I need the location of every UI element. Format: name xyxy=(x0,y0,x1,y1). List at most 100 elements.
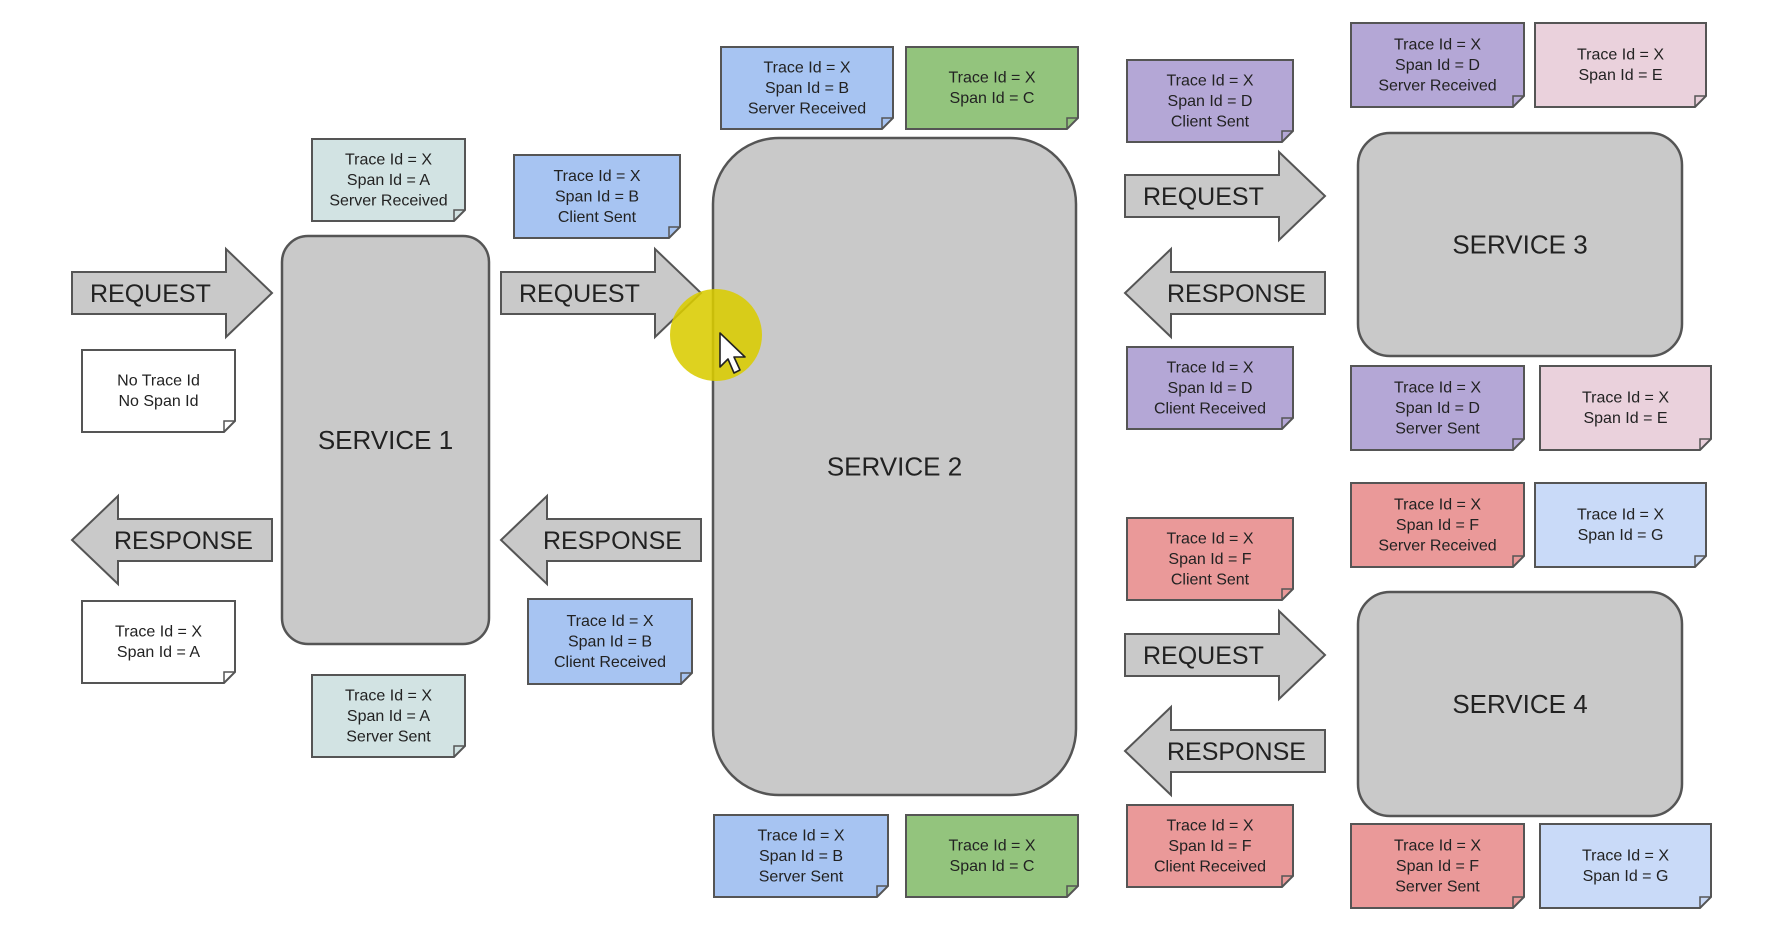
span-note: Trace Id = X Span Id = D Client Received xyxy=(1126,346,1294,430)
note-line: Span Id = B xyxy=(568,633,652,650)
note-line: Span Id = F xyxy=(1168,551,1251,568)
arrow-label: REQUEST xyxy=(519,280,640,308)
service2-box: SERVICE 2 xyxy=(711,136,1078,797)
cursor-highlight xyxy=(670,289,762,381)
arrow-shape xyxy=(1124,608,1327,702)
note-line: Trace Id = X xyxy=(1167,817,1254,834)
arrow-label: RESPONSE xyxy=(1167,738,1306,766)
note-line: Trace Id = X xyxy=(345,151,432,168)
note-line: Trace Id = X xyxy=(554,168,641,185)
note-line: Client Sent xyxy=(1171,113,1250,130)
note-line: Client Received xyxy=(1154,400,1266,417)
note-line: Server Received xyxy=(329,192,447,209)
arrow-label: REQUEST xyxy=(1143,183,1264,211)
note-line: Trace Id = X xyxy=(949,838,1036,855)
note-line: Span Id = B xyxy=(555,188,639,205)
note-shape xyxy=(1534,22,1707,108)
note-shape xyxy=(1350,482,1525,568)
note-line: Client Sent xyxy=(1171,571,1250,588)
response-arrow: RESPONSE xyxy=(70,493,273,587)
arrow-label: RESPONSE xyxy=(1167,280,1306,308)
note-line: Server Sent xyxy=(346,728,431,745)
note-fold xyxy=(453,745,465,757)
note-line: Trace Id = X xyxy=(1582,390,1669,407)
note-fold xyxy=(1281,875,1293,887)
note-fold xyxy=(1066,117,1078,129)
note-fold xyxy=(1512,438,1524,450)
note-line: Trace Id = X xyxy=(1167,359,1254,376)
note-shape xyxy=(1350,22,1525,108)
request-arrow: REQUEST xyxy=(500,246,703,340)
arrow-shape xyxy=(499,493,702,587)
note-fold xyxy=(1699,438,1711,450)
note-line: Span Id = D xyxy=(1395,57,1480,74)
note-line: Span Id = A xyxy=(347,172,431,189)
note-line: Client Sent xyxy=(558,209,637,226)
note-fold xyxy=(1281,130,1293,142)
note-line: Trace Id = X xyxy=(1167,530,1254,547)
note-fold xyxy=(1066,885,1078,897)
service2-shape xyxy=(711,136,1078,797)
note-line: Trace Id = X xyxy=(345,687,432,704)
note-line: Span Id = E xyxy=(1578,67,1662,84)
note-shape xyxy=(527,598,693,685)
note-line: Span Id = D xyxy=(1168,93,1253,110)
note-line: Trace Id = X xyxy=(949,70,1036,87)
note-fold xyxy=(680,672,692,684)
note-shape xyxy=(81,349,236,433)
cursor-layer xyxy=(670,289,762,381)
note-line: Span Id = F xyxy=(1168,838,1251,855)
arrow-label: REQUEST xyxy=(1143,642,1264,670)
note-line: Span Id = E xyxy=(1583,410,1667,427)
service4-label: SERVICE 4 xyxy=(1452,689,1587,719)
note-line: Server Received xyxy=(748,100,866,117)
note-shape xyxy=(1126,804,1294,888)
span-note: Trace Id = X Span Id = E xyxy=(1539,365,1712,451)
note-line: Trace Id = X xyxy=(1394,379,1481,396)
mouse-pointer-icon xyxy=(719,332,746,374)
note-fold xyxy=(1512,896,1524,908)
arrow-label: RESPONSE xyxy=(543,527,682,555)
note-line: Span Id = F xyxy=(1396,517,1479,534)
note-line: Trace Id = X xyxy=(758,827,845,844)
note-fold xyxy=(1694,555,1706,567)
note-line: Trace Id = X xyxy=(1394,837,1481,854)
span-note: Trace Id = X Span Id = B Client Sent xyxy=(513,154,681,239)
note-fold xyxy=(668,226,680,238)
note-line: Span Id = B xyxy=(765,80,849,97)
note-line: Span Id = D xyxy=(1395,400,1480,417)
note-shape xyxy=(1539,823,1712,909)
arrow-shape xyxy=(1124,149,1327,243)
note-fold xyxy=(453,209,465,221)
note-line: Trace Id = X xyxy=(567,613,654,630)
service1-shape xyxy=(280,234,491,646)
span-note: Trace Id = X Span Id = A Server Received xyxy=(311,138,466,222)
arrow-shape xyxy=(70,493,273,587)
note-line: Trace Id = X xyxy=(764,59,851,76)
note-line: Span Id = G xyxy=(1578,527,1664,544)
service2-label: SERVICE 2 xyxy=(827,452,962,482)
response-arrow: RESPONSE xyxy=(1123,704,1326,798)
note-line: Span Id = G xyxy=(1583,868,1669,885)
note-fold xyxy=(1512,95,1524,107)
response-arrow: RESPONSE xyxy=(499,493,702,587)
span-note: Trace Id = X Span Id = D Client Sent xyxy=(1126,59,1294,143)
service4-box: SERVICE 4 xyxy=(1356,590,1684,818)
service3-shape xyxy=(1356,131,1684,358)
note-fold xyxy=(1281,417,1293,429)
note-line: Span Id = D xyxy=(1168,380,1253,397)
note-line: Trace Id = X xyxy=(1167,72,1254,89)
note-line: Span Id = C xyxy=(950,90,1035,107)
note-line: No Trace Id xyxy=(117,373,200,390)
request-arrow: REQUEST xyxy=(1124,608,1327,702)
request-arrow: REQUEST xyxy=(1124,149,1327,243)
note-shape xyxy=(1534,482,1707,568)
